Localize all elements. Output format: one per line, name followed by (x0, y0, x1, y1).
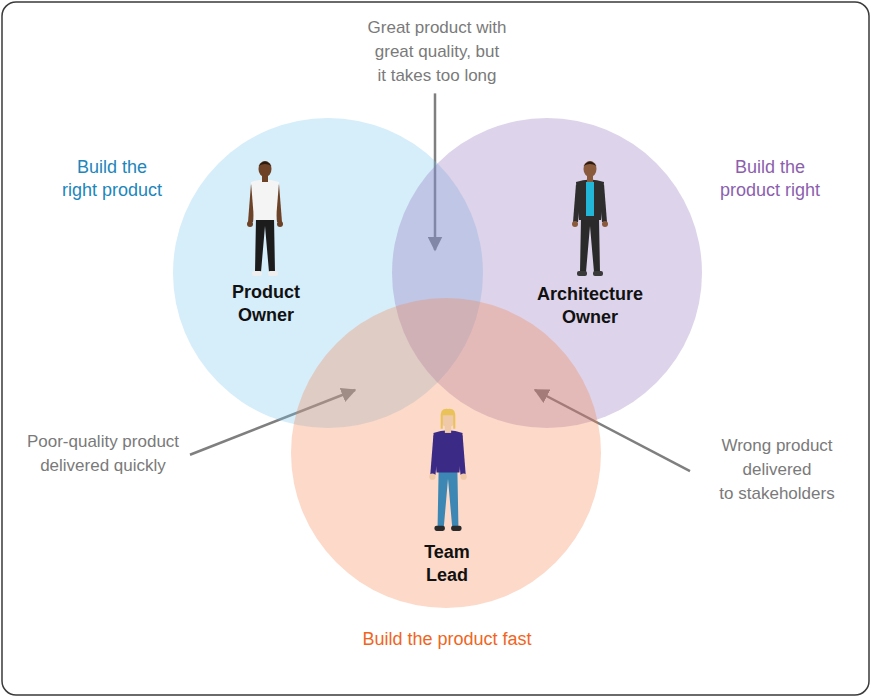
person-figure (429, 409, 467, 531)
role-name: Architecture Owner (525, 283, 655, 328)
role-name: Product Owner (221, 281, 311, 326)
goal-heading: Build the right product (27, 156, 197, 203)
goal-heading: Build the product fast (362, 628, 532, 651)
callout-note: Wrong product delivered to stakeholders (692, 434, 862, 505)
callout-note: Great product with great quality, but it… (337, 16, 537, 87)
person-figure (572, 161, 608, 276)
venn-circle: Team LeadBuild the product fast (291, 298, 601, 608)
person-figure (247, 161, 283, 276)
callout-note: Poor-quality product delivered quickly (18, 430, 188, 478)
role-name: Team Lead (412, 541, 482, 586)
goal-heading: Build the product right (685, 156, 855, 203)
